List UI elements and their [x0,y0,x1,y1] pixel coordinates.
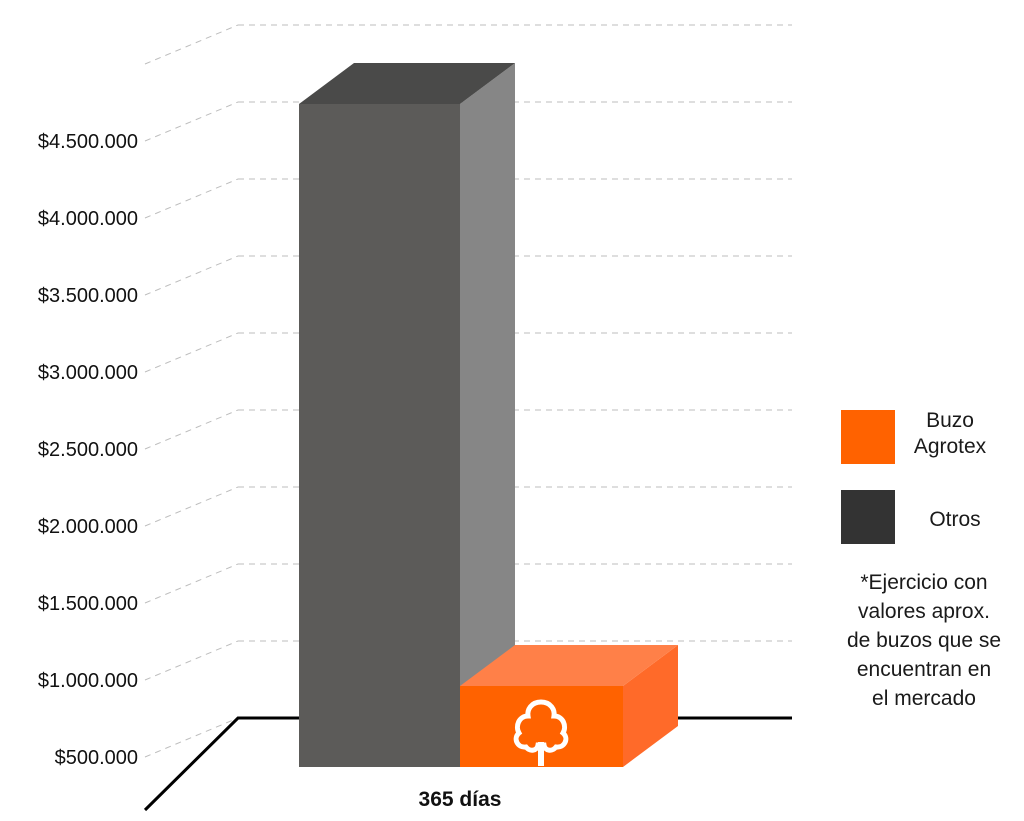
bar-otros [299,104,460,767]
grid-line [144,409,239,450]
footnote-line: el mercado [872,687,976,710]
y-tick-label: $2.000.000 [38,516,138,538]
bar-top-buzo-agrotex [460,645,678,686]
y-tick-label: $500.000 [55,747,138,769]
grid-line [144,255,239,296]
legend-label-otros: Otros [905,507,1005,533]
y-tick-label: $1.500.000 [38,593,138,615]
legend-label-agrotex: Buzo Agrotex [900,408,1000,460]
legend-label-agrotex-line2: Agrotex [913,435,987,458]
grid-line [144,486,239,527]
y-tick-label: $1.000.000 [38,670,138,692]
grid-line [144,24,239,65]
tree-icon-crown [513,699,569,753]
y-tick-label: $4.000.000 [38,208,138,230]
grid-line [144,332,239,373]
bars [299,63,678,767]
legend-label-agrotex-line1: Buzo [926,409,974,432]
y-tick-label: $2.500.000 [38,439,138,461]
y-axis-ticks: $500.000 $1.000.000 $1.500.000 $2.000.000 $2… [38,131,138,769]
grid-line [144,101,239,142]
y-tick-label: $3.000.000 [38,362,138,384]
footnote-line: encuentran en [856,658,992,681]
bar-side-otros [460,63,515,767]
y-tick-label: $4.500.000 [38,131,138,153]
footnote-line: de buzos que se [846,629,1002,652]
grid-line [144,717,239,758]
bar-top-otros [299,63,515,104]
y-tick-label: $3.500.000 [38,285,138,307]
grid-line [144,563,239,604]
grid-line [144,640,239,681]
footnote-line: *Ejercicio con [860,571,988,594]
legend-swatch-otros [841,490,895,544]
grid-line [144,178,239,219]
legend-label-otros-line1: Otros [929,508,981,531]
bar-side-buzo-agrotex [623,645,678,767]
x-category-label: 365 días [419,788,502,811]
legend-swatch-agrotex [841,410,895,464]
tree-icon [513,699,569,766]
footnote-line: valores aprox. [858,600,990,623]
footnote: *Ejercicio con valores aprox. de buzos q… [836,568,1012,713]
